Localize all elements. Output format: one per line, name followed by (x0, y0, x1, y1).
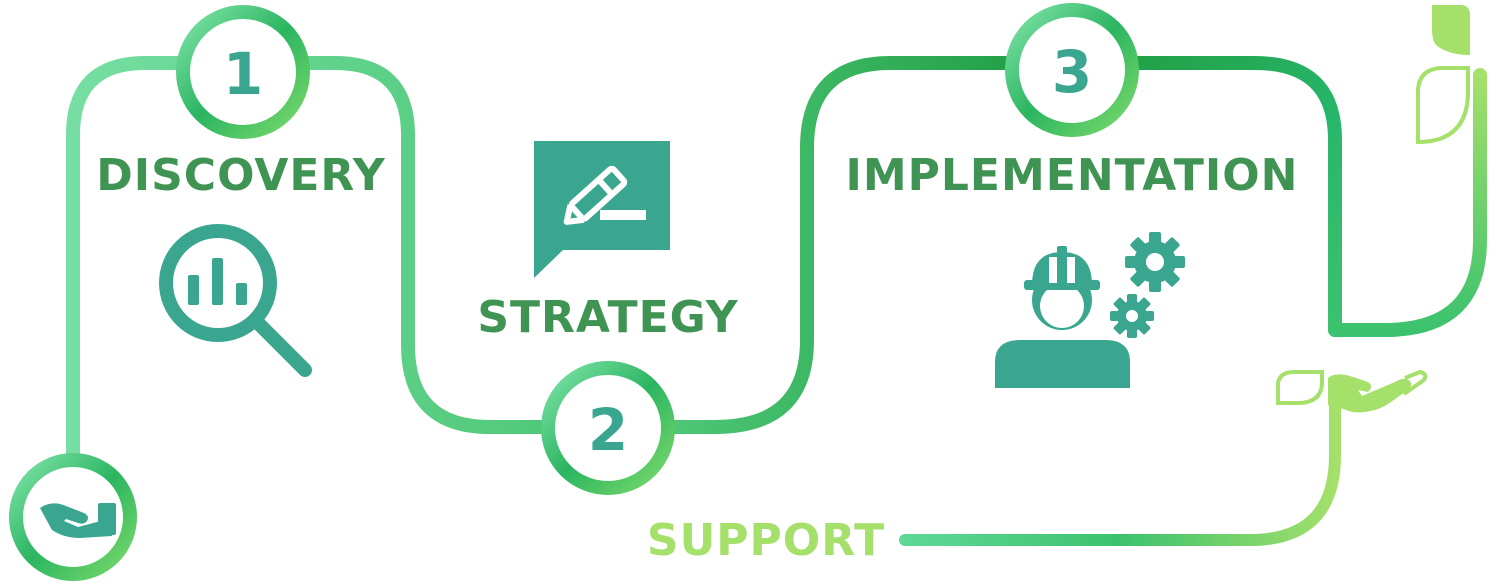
step-1-node: 1 (176, 5, 310, 139)
support-title: SUPPORT (647, 515, 885, 566)
path-segment-support-right (899, 389, 1341, 546)
magnifier-chart-icon (159, 224, 312, 377)
path-segment-strategy (653, 56, 1027, 434)
sprout-leaf-icon (1416, 5, 1470, 145)
step-2-title: STRATEGY (477, 292, 738, 343)
step-3-title: IMPLEMENTATION (845, 150, 1298, 201)
support-node (9, 453, 137, 581)
path-segment-curl (1328, 68, 1487, 337)
step-2-node: 2 (541, 361, 675, 495)
path-segment-implementation (1118, 56, 1342, 337)
helping-hand-icon (40, 503, 116, 538)
step-1-title: DISCOVERY (96, 150, 386, 201)
pencil-speech-bubble-icon (534, 141, 670, 278)
step-1-number: 1 (223, 40, 263, 108)
step-3-node: 3 (1005, 3, 1139, 137)
step-3-number: 3 (1052, 38, 1092, 106)
path-segment-discovery (66, 56, 567, 477)
hand-leaf-icon (1276, 369, 1428, 413)
process-path (66, 56, 1487, 546)
step-2-number: 2 (588, 396, 628, 464)
worker-gears-icon (995, 232, 1185, 388)
